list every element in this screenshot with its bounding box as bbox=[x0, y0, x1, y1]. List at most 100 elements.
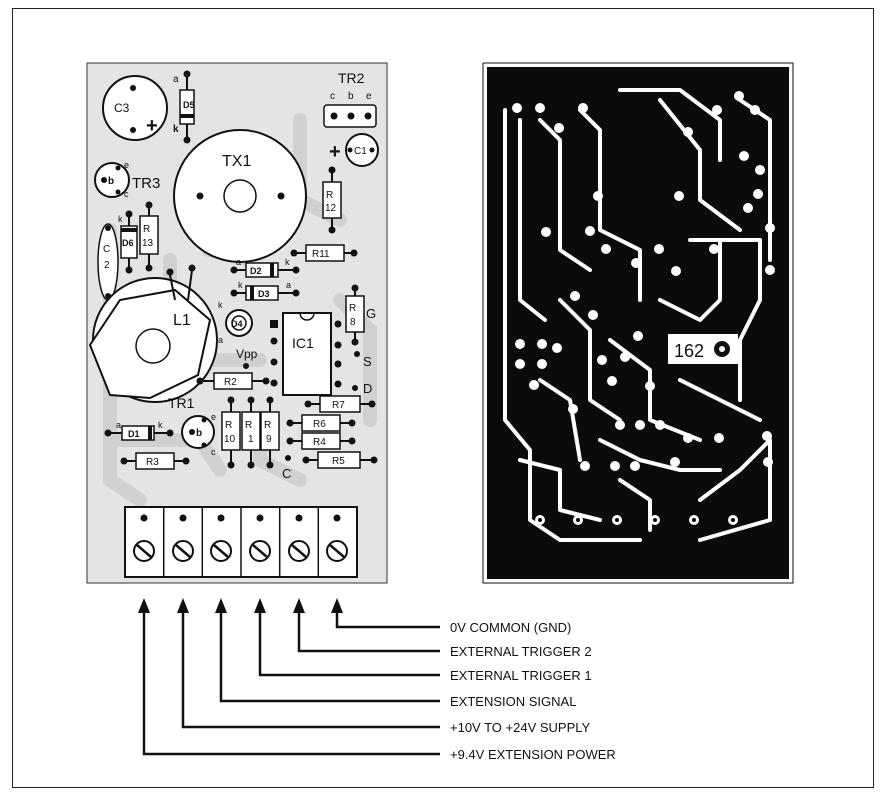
d6-diode: D6 k bbox=[118, 210, 138, 274]
svg-text:R: R bbox=[143, 224, 150, 235]
svg-text:D3: D3 bbox=[258, 289, 270, 299]
svg-text:S: S bbox=[363, 354, 372, 369]
svg-text:k: k bbox=[173, 124, 179, 135]
svg-text:1: 1 bbox=[248, 434, 254, 445]
r8-resistor: R 8 bbox=[345, 284, 365, 346]
svg-text:e: e bbox=[124, 160, 129, 170]
label-external-trigger-1: EXTERNAL TRIGGER 1 bbox=[450, 668, 592, 683]
svg-text:R2: R2 bbox=[224, 377, 237, 388]
svg-text:R5: R5 bbox=[332, 456, 345, 467]
arrow-extension-power bbox=[138, 598, 440, 756]
l1-inductor: L1 bbox=[88, 264, 218, 403]
svg-text:R4: R4 bbox=[313, 437, 326, 448]
svg-text:C: C bbox=[282, 466, 291, 481]
svg-text:TR3: TR3 bbox=[132, 175, 160, 192]
svg-text:a: a bbox=[173, 74, 179, 85]
svg-text:C1: C1 bbox=[354, 146, 367, 157]
label-extension-power: +9.4V EXTENSION POWER bbox=[450, 747, 616, 762]
arrow-extension-signal bbox=[215, 598, 440, 703]
d4-diode: D4 k a bbox=[218, 300, 253, 345]
r6-resistor: R6 bbox=[286, 414, 356, 432]
svg-text:Vpp: Vpp bbox=[236, 347, 258, 361]
svg-text:C3: C3 bbox=[114, 101, 130, 115]
gsd-pads: G S D bbox=[352, 306, 376, 396]
svg-text:D2: D2 bbox=[250, 266, 262, 276]
svg-text:2: 2 bbox=[104, 260, 110, 271]
svg-text:a: a bbox=[286, 280, 291, 290]
r2-resistor: R2 bbox=[196, 372, 270, 390]
svg-text:R: R bbox=[245, 420, 252, 431]
label-extension-signal: EXTENSION SIGNAL bbox=[450, 694, 576, 709]
svg-text:TR2: TR2 bbox=[338, 70, 365, 86]
svg-text:e: e bbox=[366, 91, 372, 102]
d2-diode: D2 a k bbox=[230, 257, 300, 278]
c3-capacitor: C3 + bbox=[102, 75, 168, 141]
svg-text:IC1: IC1 bbox=[292, 335, 314, 351]
ic1-chip: IC1 bbox=[270, 312, 342, 396]
svg-text:10: 10 bbox=[224, 434, 236, 445]
svg-text:R11: R11 bbox=[312, 249, 330, 260]
svg-text:R7: R7 bbox=[332, 400, 345, 411]
svg-text:k: k bbox=[218, 300, 223, 310]
svg-text:D5: D5 bbox=[183, 100, 195, 110]
c-test-point: C bbox=[282, 455, 291, 481]
svg-text:13: 13 bbox=[142, 238, 154, 249]
svg-text:a: a bbox=[116, 420, 121, 430]
svg-text:c: c bbox=[124, 189, 129, 199]
svg-text:L1: L1 bbox=[173, 312, 191, 329]
label-supply: +10V TO +24V SUPPLY bbox=[450, 720, 591, 735]
component-overlay: C3 + D5 a k TR2 c b e + bbox=[86, 62, 388, 584]
r4-resistor: R4 bbox=[286, 432, 356, 450]
arrow-external-trigger-1 bbox=[254, 598, 440, 677]
tr2-transistor: TR2 c b e bbox=[323, 70, 377, 128]
r12-resistor: R 12 bbox=[322, 166, 342, 234]
arrow-0v-common bbox=[331, 598, 440, 629]
svg-text:D: D bbox=[363, 381, 372, 396]
svg-text:a: a bbox=[218, 335, 223, 345]
svg-text:k: k bbox=[118, 214, 123, 224]
arrow-supply bbox=[177, 598, 440, 729]
svg-text:G: G bbox=[366, 306, 376, 321]
arrow-external-trigger-2 bbox=[293, 598, 440, 653]
svg-text:R6: R6 bbox=[313, 419, 326, 430]
svg-text:a: a bbox=[236, 257, 241, 267]
r9-resistor: R 9 bbox=[260, 396, 280, 469]
d3-diode: D3 k a bbox=[230, 280, 300, 301]
svg-text:9: 9 bbox=[266, 434, 272, 445]
svg-text:c: c bbox=[330, 91, 335, 102]
svg-text:C: C bbox=[103, 244, 110, 255]
board-number: 162 bbox=[674, 341, 704, 361]
svg-text:b: b bbox=[348, 91, 354, 102]
svg-text:k: k bbox=[238, 280, 243, 290]
svg-text:k: k bbox=[158, 420, 163, 430]
svg-text:D6: D6 bbox=[122, 238, 134, 248]
label-external-trigger-2: EXTERNAL TRIGGER 2 bbox=[450, 644, 592, 659]
svg-text:TX1: TX1 bbox=[222, 153, 251, 170]
r3-resistor: R3 bbox=[120, 452, 190, 470]
svg-text:e: e bbox=[211, 412, 216, 422]
pcb-pattern: 162 bbox=[482, 62, 794, 584]
r11-resistor: R11 bbox=[290, 244, 358, 262]
vpp-label: Vpp bbox=[236, 347, 258, 369]
d5-diode: D5 a k bbox=[173, 70, 195, 144]
svg-text:R: R bbox=[225, 420, 232, 431]
tx1-transducer: TX1 bbox=[173, 129, 307, 263]
svg-text:c: c bbox=[211, 447, 216, 457]
r13-resistor: R 13 bbox=[139, 201, 159, 272]
r1-resistor: R 1 bbox=[241, 396, 261, 469]
svg-text:R: R bbox=[264, 420, 271, 431]
svg-text:D1: D1 bbox=[128, 429, 140, 439]
svg-text:R: R bbox=[349, 303, 356, 314]
figure-frame bbox=[12, 8, 874, 788]
svg-text:8: 8 bbox=[350, 317, 356, 328]
r10-resistor: R 10 bbox=[221, 396, 241, 469]
svg-text:12: 12 bbox=[325, 203, 337, 214]
svg-text:+: + bbox=[329, 141, 341, 163]
svg-text:TR1: TR1 bbox=[168, 395, 195, 411]
svg-text:R3: R3 bbox=[146, 457, 159, 468]
svg-text:b: b bbox=[196, 428, 202, 439]
svg-text:D4: D4 bbox=[231, 319, 243, 329]
tr3-transistor: b e c TR3 bbox=[94, 160, 160, 199]
r5-resistor: R5 bbox=[302, 451, 378, 469]
